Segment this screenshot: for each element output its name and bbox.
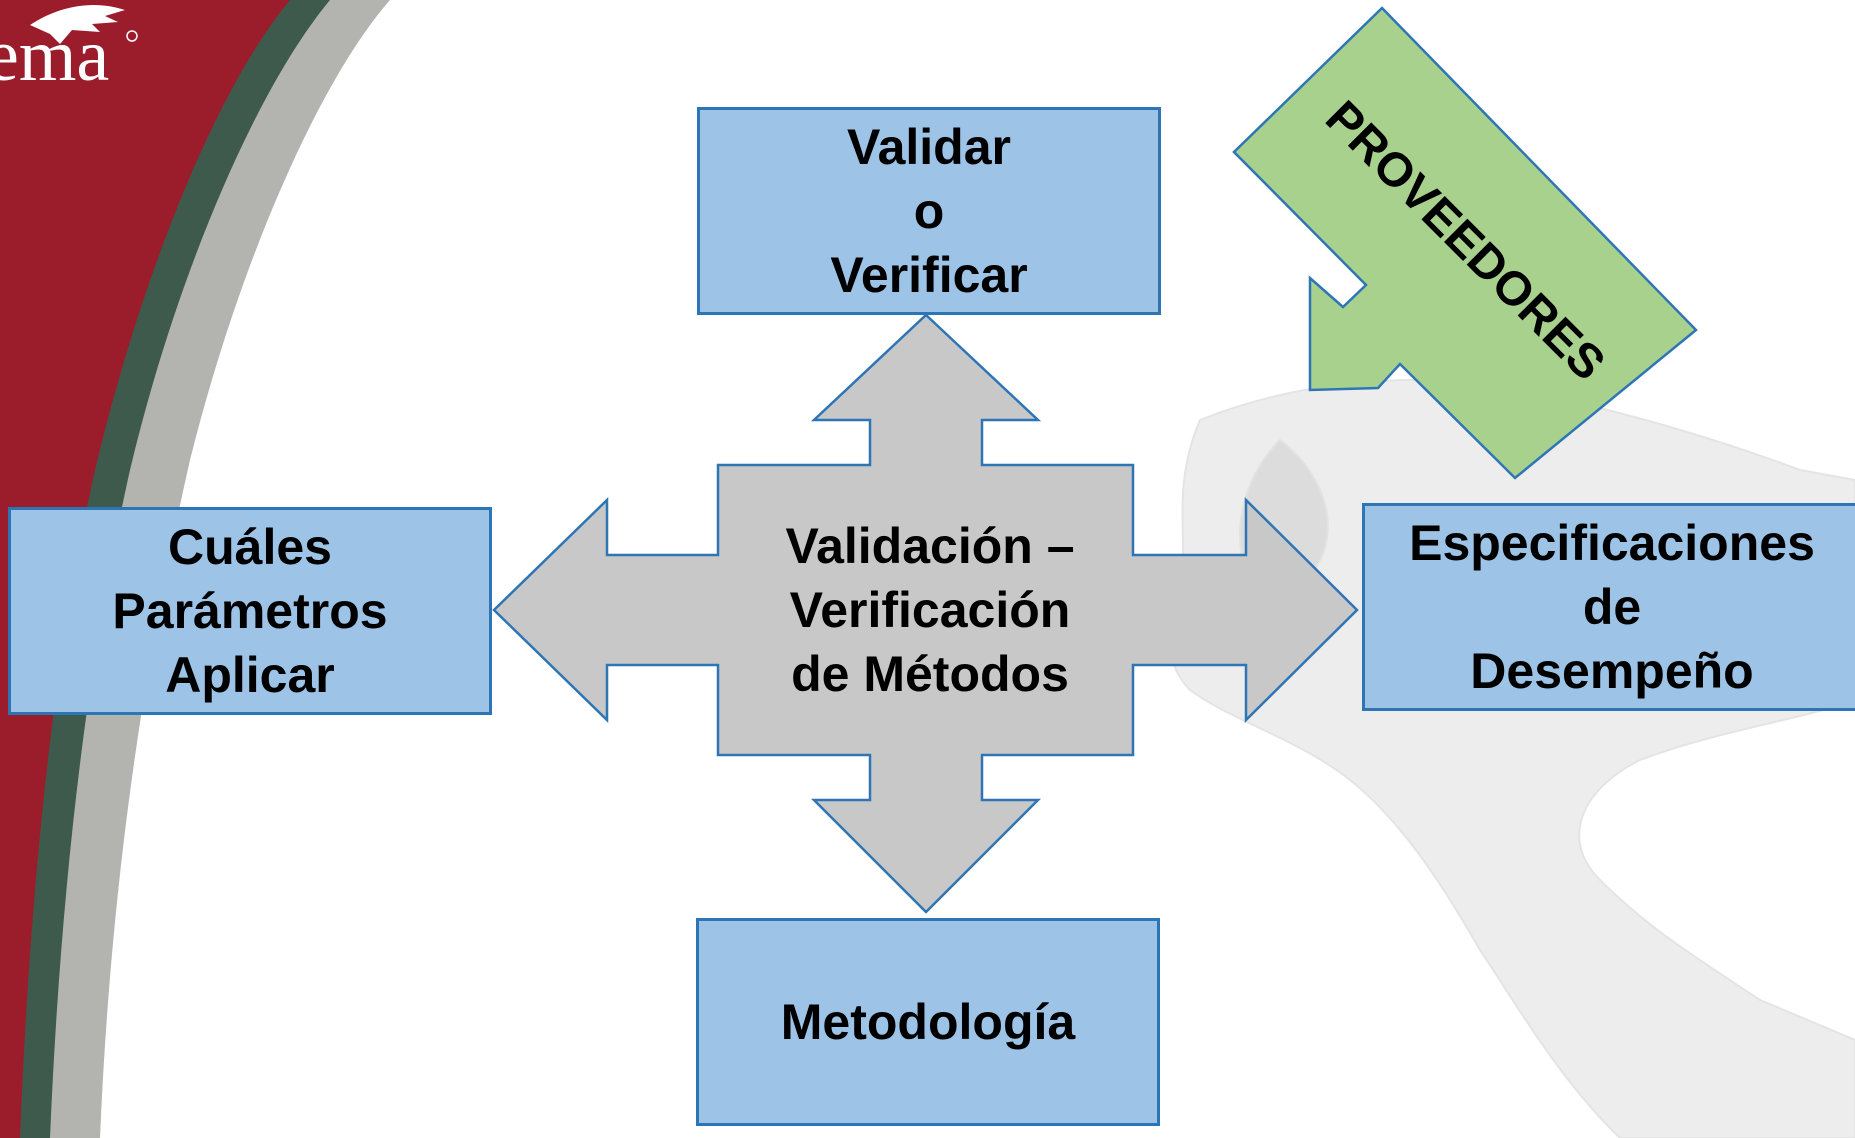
banner-red-swoosh [0,0,290,1138]
node-label-line: Verificar [830,247,1028,303]
center-label-line: de Métodos [791,646,1069,702]
eagle-icon [30,5,125,44]
node-metodologia: Metodología [696,918,1160,1126]
node-validar-verificar: Validar o Verificar [697,107,1161,315]
node-label-line: Validar [847,119,1011,175]
node-label-line: de [1582,579,1642,635]
center-label-line: Verificación [789,582,1071,638]
node-especificaciones: Especificaciones de Desempeño [1362,503,1855,711]
node-label-line: Parámetros [112,583,388,639]
node-parametros: Cuáles Parámetros Aplicar [8,507,492,715]
center-label-line: Validación – [785,518,1075,574]
node-label-line: Desempeño [1470,643,1754,699]
logo-text: ema [0,15,109,97]
node-label-line: Metodología [780,994,1076,1050]
node-label-line: Aplicar [165,647,335,703]
four-way-arrow-shape [492,313,1359,914]
center-label: Validación – Verificación de Métodos [720,510,1140,710]
node-label-line: Especificaciones [1409,515,1815,571]
bent-arrow-icon [1232,6,1698,480]
ema-logo: ema [0,5,138,97]
node-label-line: Cuáles [168,519,332,575]
node-label-line: o [913,183,945,239]
